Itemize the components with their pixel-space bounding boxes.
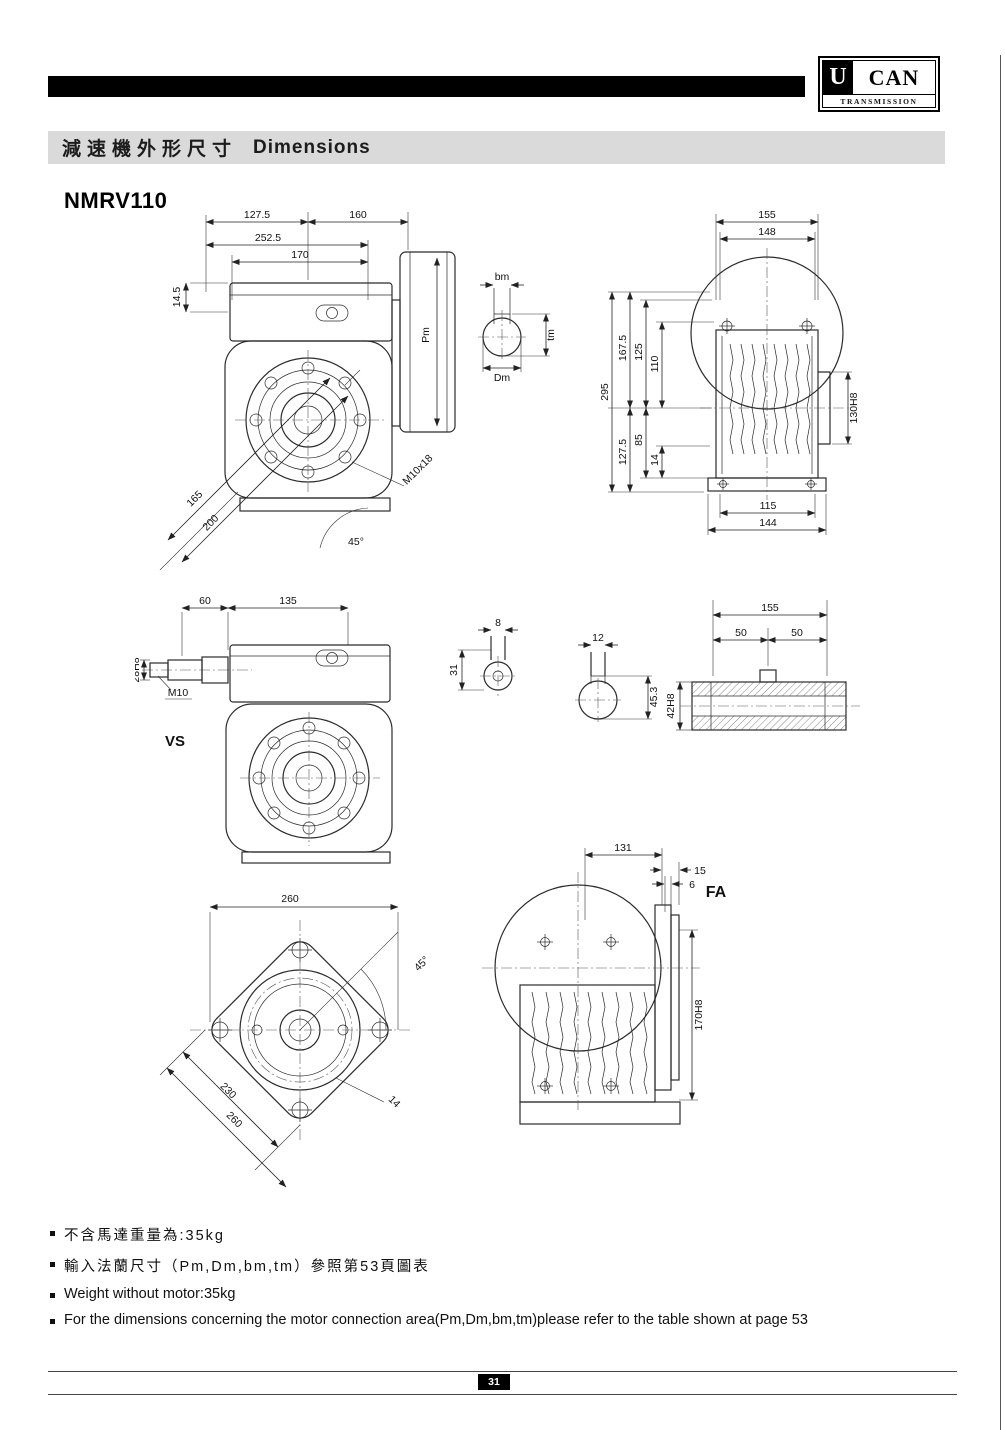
model-heading: NMRV110 xyxy=(64,188,168,213)
section-title-en: Dimensions xyxy=(253,136,371,158)
note-flange-zh: 輸入法蘭尺寸（Pm,Dm,bm,tm）參照第53頁圖表 xyxy=(50,1255,960,1276)
dim-label: 252.5 xyxy=(255,232,281,244)
dim-label: 125 xyxy=(633,343,645,361)
page-number: 31 xyxy=(478,1374,510,1390)
logo-letter-u: U xyxy=(823,61,853,94)
dim-label: Pm xyxy=(420,327,432,343)
dim-label: 50 xyxy=(791,627,803,639)
dim-label: 14 xyxy=(386,1094,403,1111)
note-weight-en: Weight without motor:35kg xyxy=(50,1286,960,1302)
drawing-fa-front-view: 260 45° xyxy=(159,893,432,1188)
scan-edge-artifact xyxy=(1000,55,1001,1430)
note-text: 輸入法蘭尺寸（Pm,Dm,bm,tm）參照第53頁圖表 xyxy=(64,1259,430,1275)
logo-subtitle: TRANSMISSION xyxy=(823,94,935,107)
dim-label: 14.5 xyxy=(171,287,183,308)
logo-text-can: CAN xyxy=(868,64,920,90)
bullet-icon xyxy=(50,1231,55,1236)
dim-label: 200 xyxy=(200,512,221,533)
fa-side-spigot-dim xyxy=(679,929,698,1101)
dim-label: 15 xyxy=(694,865,706,877)
note-weight-zh: 不含馬達重量為:35kg xyxy=(50,1224,960,1245)
dim-label: 127.5 xyxy=(617,439,629,465)
vs-dimension-lines xyxy=(141,605,349,681)
note-text: 不含馬達重量為:35kg xyxy=(64,1228,225,1244)
section-title-zh: 減速機外形尺寸 xyxy=(62,139,238,160)
dim-label: 14 xyxy=(649,454,661,466)
shaft-dimension-lines xyxy=(676,612,828,731)
note-text: For the dimensions concerning the motor … xyxy=(64,1312,808,1328)
fa-front-diagonal-dims xyxy=(166,1051,385,1188)
dim-label: 155 xyxy=(761,602,779,614)
dim-label: 85 xyxy=(633,434,645,446)
vs-input-shaft xyxy=(142,656,252,700)
dim-label: 131 xyxy=(614,842,632,854)
note-flange-en: For the dimensions concerning the motor … xyxy=(50,1312,960,1328)
bullet-icon xyxy=(50,1293,55,1298)
notes-list: 不含馬達重量為:35kg 輸入法蘭尺寸（Pm,Dm,bm,tm）參照第53頁圖表… xyxy=(50,1224,960,1338)
fa-front-angle-dim xyxy=(299,931,399,1031)
assembly-dimension-lines xyxy=(183,219,409,313)
dim-label: 45° xyxy=(412,954,432,974)
assembly-diagonal-dims xyxy=(159,369,405,570)
drawing-key-details: 8 31 12 45.3 xyxy=(448,617,660,722)
fa-side-body xyxy=(482,872,700,1125)
dim-label: 170H8 xyxy=(693,999,705,1030)
dim-label: 115 xyxy=(760,500,777,512)
dim-label: 8 xyxy=(495,617,501,629)
dim-label: 31 xyxy=(448,664,460,676)
dim-label: M10x18 xyxy=(400,452,435,487)
dim-label: 230 xyxy=(218,1080,239,1101)
fa-front-extension-lines xyxy=(159,912,399,1171)
bullet-icon xyxy=(50,1319,55,1324)
ucan-logo-box: U CAN TRANSMISSION xyxy=(822,60,936,108)
dim-label: 170 xyxy=(291,249,309,261)
note-text: Weight without motor:35kg xyxy=(64,1286,236,1302)
dim-label: 110 xyxy=(649,355,661,372)
drawing-output-shaft-section: 155 50 50 42H8 xyxy=(665,600,860,731)
vs-gearbox-body xyxy=(225,644,393,864)
drawing-assembly-view: 127.5 160 252.5 170 14.5 xyxy=(159,209,557,570)
dim-label: 167.5 xyxy=(617,335,629,361)
view-label-fa: FA xyxy=(706,884,727,901)
detail-key-42 xyxy=(575,642,652,722)
header-rule xyxy=(48,76,805,97)
drawing-fa-side-view: 131 15 6 FA 170H8 xyxy=(482,842,727,1125)
ucan-logo: U CAN TRANSMISSION xyxy=(818,56,940,112)
drawing-vs-view: 60 135 28H8 M10 VS xyxy=(135,595,393,864)
dim-label: 148 xyxy=(758,226,776,238)
fa-side-dimension-lines xyxy=(584,852,691,887)
dim-label: 295 xyxy=(599,383,611,401)
dim-label: 135 xyxy=(279,595,297,607)
dim-label: 155 xyxy=(758,209,776,221)
dim-label: 6 xyxy=(689,879,695,891)
dim-label: tm xyxy=(545,329,557,341)
dim-label: 28H8 xyxy=(135,657,142,682)
dim-label: bm xyxy=(495,271,510,283)
dim-label: 45.3 xyxy=(648,687,660,708)
dim-label: 50 xyxy=(735,627,747,639)
dim-label: 12 xyxy=(592,632,604,644)
side-body xyxy=(690,248,850,500)
dim-label: 144 xyxy=(759,517,777,529)
section-title-bar: 減速機外形尺寸 Dimensions xyxy=(48,131,945,164)
dim-label: 45° xyxy=(348,536,364,548)
fa-side-extension-lines xyxy=(584,848,680,920)
dim-label: M10 xyxy=(168,687,189,699)
dim-label: 160 xyxy=(349,209,367,221)
dim-label: 42H8 xyxy=(665,693,677,718)
motor-shaft-detail xyxy=(478,282,550,372)
dim-label: 60 xyxy=(199,595,211,607)
dim-label: 127.5 xyxy=(244,209,270,221)
dim-label: Dm xyxy=(494,372,511,384)
drawing-side-view: 155 148 295 167.5 125 110 85 127.5 14 13… xyxy=(599,209,860,535)
shaft-section-body xyxy=(680,669,860,731)
bullet-icon xyxy=(50,1262,55,1267)
dim-label: 260 xyxy=(281,893,299,905)
detail-key-28 xyxy=(458,627,518,696)
footer-rule-bottom xyxy=(48,1394,957,1395)
footer-rule-top xyxy=(48,1371,957,1372)
view-label-vs: VS xyxy=(165,733,185,750)
dim-label: 130H8 xyxy=(848,392,860,423)
